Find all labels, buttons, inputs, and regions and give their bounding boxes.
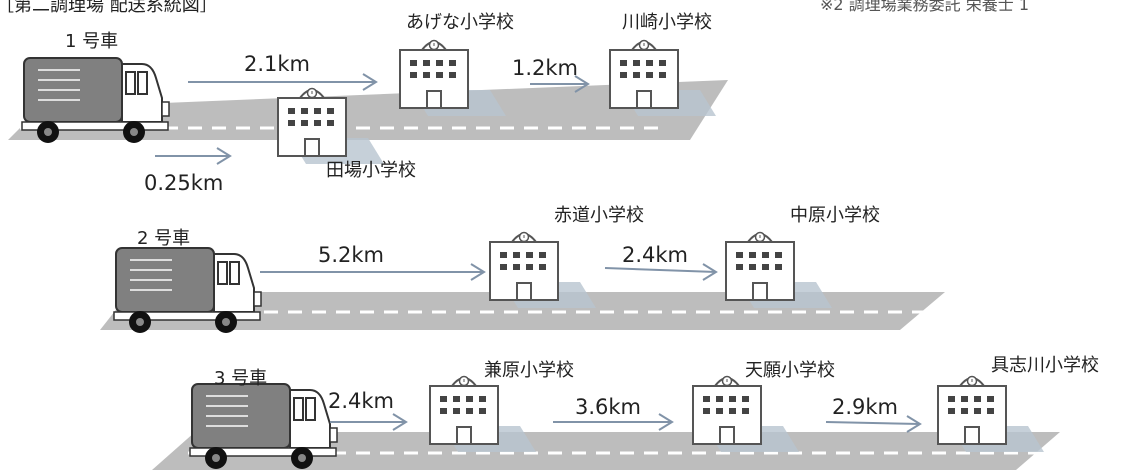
route-1-arrow-3 <box>155 147 232 165</box>
route-3-school-3-icon <box>937 375 1044 452</box>
route-1-distance-1: 2.1km <box>244 52 311 76</box>
route-2-road <box>100 292 945 330</box>
route-2-school-1-icon <box>489 231 596 308</box>
route-3-school-1-label: 兼原小学校 <box>484 360 574 381</box>
route-3-vehicle-label: 3 号車 <box>214 368 268 389</box>
route-2-school-1-label: 赤道小学校 <box>554 205 644 226</box>
route-1-school-1-icon <box>399 39 506 116</box>
route-1-school-2-label: 川崎小学校 <box>622 12 712 33</box>
route-2-truck-icon <box>113 247 262 333</box>
route-3-road <box>152 432 1060 470</box>
route-2-distance-2: 2.4km <box>622 243 689 267</box>
route-1-school-3-label: 田場小学校 <box>326 160 416 181</box>
route-1-school-2-icon <box>609 39 716 116</box>
route-2-vehicle-label: 2 号車 <box>137 228 191 249</box>
route-3-arrow-3 <box>825 415 922 433</box>
route-3-truck-icon <box>189 383 338 469</box>
route-2-arrow-2 <box>604 263 718 281</box>
header-note: ※2 調理場業務委託 栄養士 1 <box>820 0 1030 14</box>
route-3-school-1-icon <box>429 375 536 452</box>
route-3-distance-1: 2.4km <box>328 389 395 413</box>
route-1-school-1-label: あげな小学校 <box>406 12 514 33</box>
route-1-truck-icon <box>21 57 170 143</box>
route-2-distance-1: 5.2km <box>318 243 385 267</box>
route-3-distance-2: 3.6km <box>575 395 642 419</box>
route-1-vehicle-label: 1 号車 <box>65 31 119 52</box>
route-3-arrow-1 <box>330 413 408 431</box>
route-3-arrow-2 <box>553 413 674 431</box>
route-2-arrow-1 <box>260 263 486 281</box>
route-1-distance-3: 0.25km <box>144 171 224 195</box>
route-3-school-3-label: 具志川小学校 <box>991 355 1099 376</box>
route-1-distance-2: 1.2km <box>512 56 579 80</box>
route-1-school-3-icon <box>277 87 384 164</box>
route-1-road <box>8 80 728 140</box>
route-2-school-2-label: 中原小学校 <box>790 205 880 226</box>
route-3-distance-3: 2.9km <box>832 395 899 419</box>
route-3-school-2-icon <box>692 375 799 452</box>
diagram-title: ［第二調理場 配送系統図］ <box>0 0 218 16</box>
route-1-arrow-1 <box>188 73 378 91</box>
route-3-school-2-label: 天願小学校 <box>745 360 835 381</box>
route-2-school-2-icon <box>725 231 832 308</box>
route-1-arrow-2 <box>530 75 590 93</box>
